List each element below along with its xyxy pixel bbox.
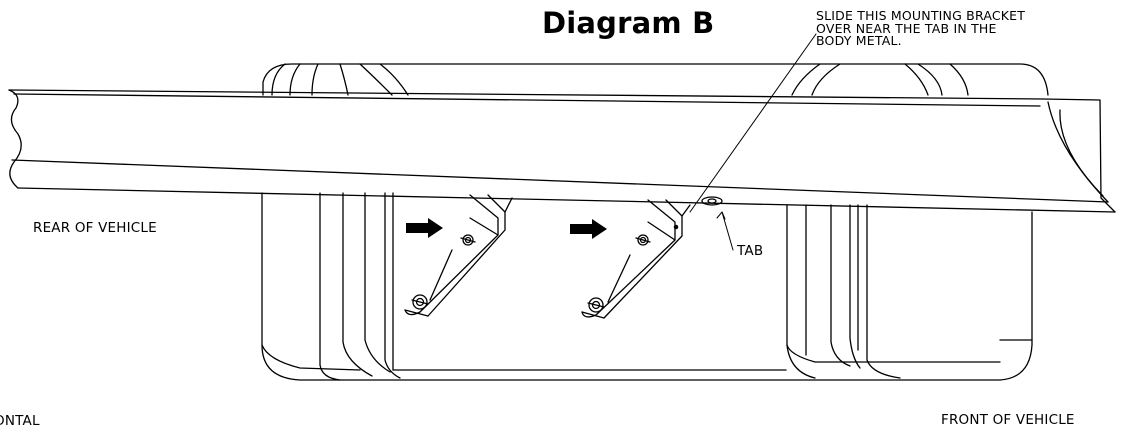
front-of-vehicle-label: FRONT OF VEHICLE xyxy=(941,412,1075,428)
body-tab xyxy=(701,196,723,206)
diagram-title: Diagram B xyxy=(542,6,715,40)
bracket-left xyxy=(404,194,513,317)
tab-label: TAB xyxy=(737,243,764,259)
body-rail xyxy=(8,89,1116,213)
arrow-right-icon xyxy=(570,219,607,239)
tank-lower-outline xyxy=(261,192,1033,381)
arrow-right-icon xyxy=(406,218,443,238)
callout-line: SLIDE THIS MOUNTING BRACKET xyxy=(816,8,1026,23)
leader-lines xyxy=(689,33,817,251)
tank-upper-outline xyxy=(262,63,1049,96)
callout-line: BODY METAL. xyxy=(816,33,902,48)
bracket-right xyxy=(581,199,691,319)
horizontal-label-partial: ONTAL xyxy=(0,413,40,429)
bracket-callout: SLIDE THIS MOUNTING BRACKET OVER NEAR TH… xyxy=(816,8,1026,48)
callout-line: OVER NEAR THE TAB IN THE xyxy=(816,20,997,36)
rear-of-vehicle-label: REAR OF VEHICLE xyxy=(33,220,157,236)
